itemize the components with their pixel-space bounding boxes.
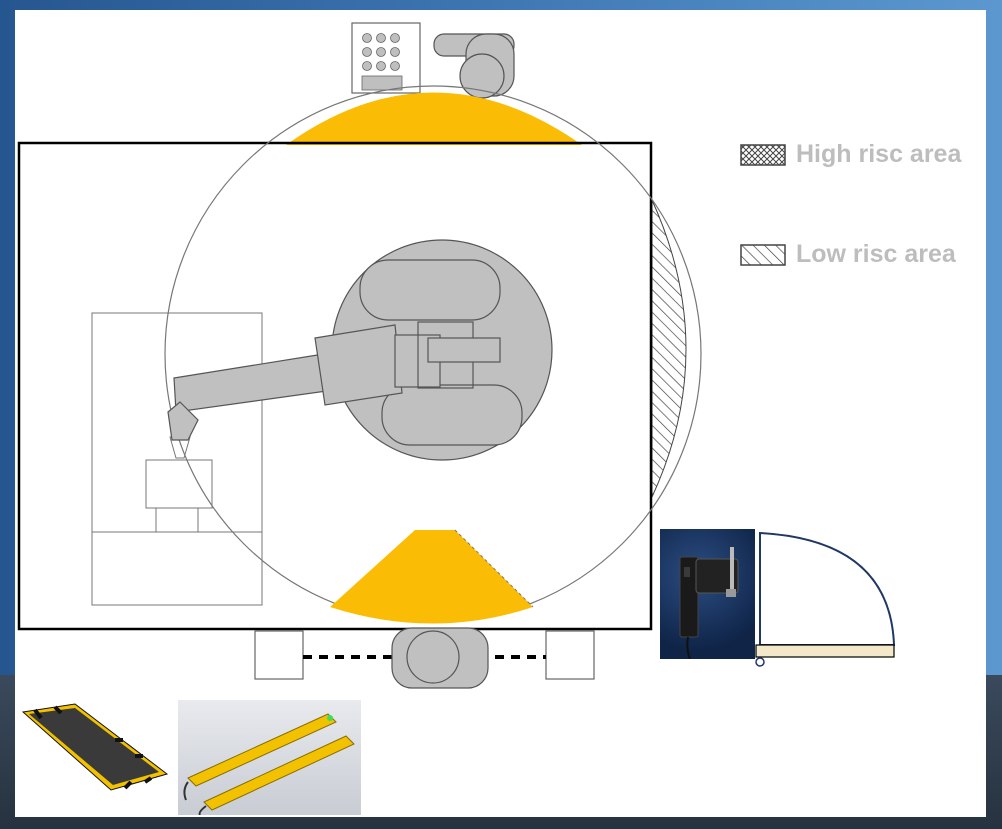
- door-switch-icon: [679, 547, 739, 659]
- safety-mat-photo: [15, 700, 176, 800]
- low-risk-area-right: [651, 199, 687, 498]
- light-curtain-photo: [178, 700, 361, 815]
- control-panel: [351, 22, 421, 94]
- operator-bottom: [391, 627, 489, 689]
- hazard-zone-bottom: [330, 530, 533, 624]
- door-interlock-switch-photo: [660, 529, 755, 659]
- door-swing: [755, 531, 896, 667]
- light-curtain-posts: [254, 630, 595, 680]
- legend-low-risk: Low risc area: [740, 240, 956, 269]
- crosshatch-swatch-icon: [740, 143, 786, 166]
- legend-high-label: High risc area: [796, 140, 962, 168]
- legend-low-label: Low risc area: [796, 240, 956, 268]
- operator-top: [433, 33, 515, 99]
- hatch-swatch-icon: [740, 243, 786, 266]
- legend-high-risk: High risc area: [740, 140, 961, 169]
- safety-mat-icon: [21, 703, 169, 791]
- robot-arm: [167, 321, 501, 441]
- workpiece-station: [91, 312, 263, 606]
- cell-fence: [17, 141, 653, 631]
- light-curtain-icon: [183, 713, 355, 815]
- hazard-zone-top: [286, 92, 582, 145]
